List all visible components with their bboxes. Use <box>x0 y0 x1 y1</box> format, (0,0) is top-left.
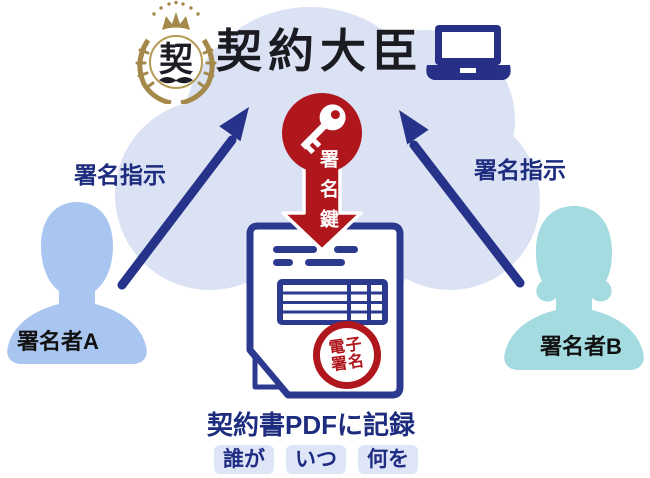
document-table <box>277 279 388 325</box>
laurel-crown-emblem-icon: 契 <box>135 0 217 104</box>
key-icon <box>300 104 346 155</box>
signing-key-ribbon-icon <box>281 93 363 252</box>
stamp-line-2: 署名 <box>330 352 367 375</box>
footer-title: 契約書PDFに記録 <box>206 410 415 440</box>
document-text-lines <box>273 246 358 266</box>
arrow-up-left-icon <box>117 107 249 290</box>
person-a-silhouette-icon <box>7 202 147 364</box>
signer-b-label: 署名者B <box>540 334 622 359</box>
record-chips: 誰が いつ 何を <box>214 445 418 474</box>
chip-what: 何を <box>358 445 418 474</box>
arrow-up-right-icon <box>399 110 525 288</box>
person-b-silhouette-icon <box>504 206 644 370</box>
service-title: 契約大臣 <box>216 26 424 77</box>
signer-a-label: 署名者A <box>17 329 99 354</box>
signing-instruction-label-right: 署名指示 <box>474 157 566 183</box>
signing-instruction-label-left: 署名指示 <box>74 162 166 188</box>
emblem-character: 契 <box>159 41 193 79</box>
chip-when: いつ <box>286 445 346 474</box>
chip-who: 誰が <box>214 445 274 474</box>
laptop-icon <box>426 25 511 80</box>
signing-key-label: 署名鍵 <box>317 149 338 239</box>
